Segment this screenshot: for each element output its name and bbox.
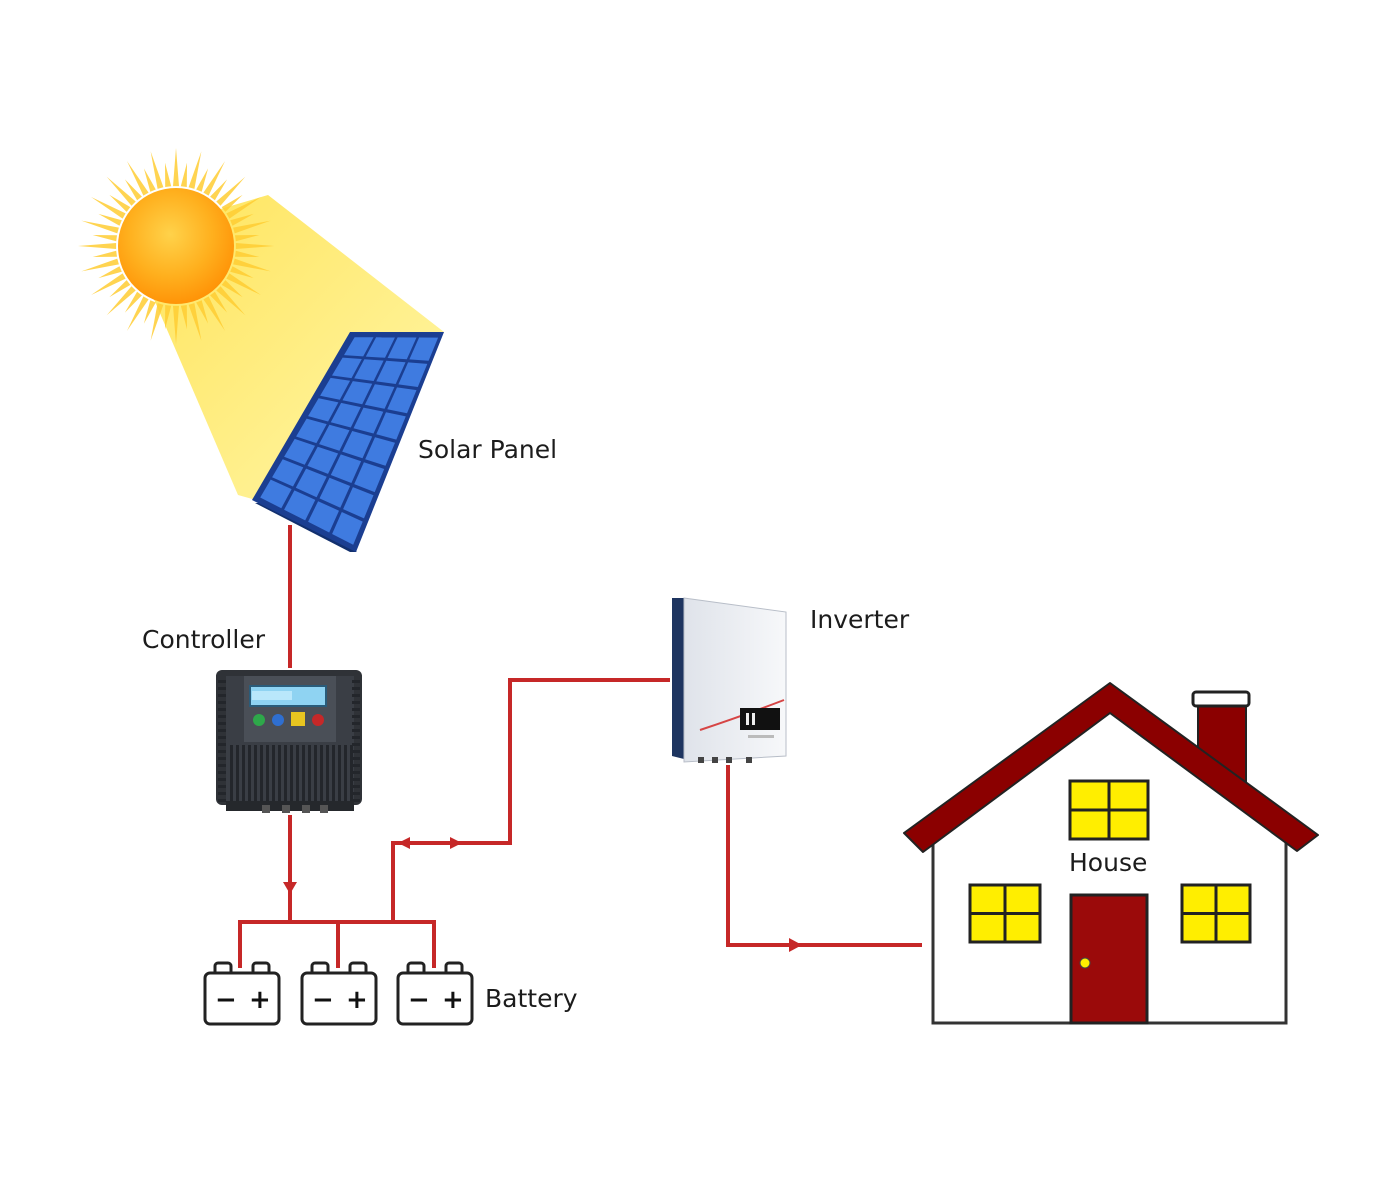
battery-label: Battery xyxy=(485,984,578,1013)
inverter-to-house-wire xyxy=(726,765,922,947)
inverter xyxy=(672,597,787,763)
panel-cell xyxy=(295,468,327,498)
arrow-right-icon xyxy=(450,837,462,849)
roof xyxy=(903,682,1319,853)
solar-panel xyxy=(252,332,444,552)
window xyxy=(968,883,1042,944)
panel-cell xyxy=(296,418,327,444)
panel-cell xyxy=(320,377,351,400)
house xyxy=(903,682,1319,1025)
arrow-down-icon xyxy=(283,882,297,894)
inverter-display xyxy=(740,708,780,730)
panel-cell xyxy=(376,360,406,384)
door xyxy=(1069,893,1149,1025)
door-knob xyxy=(1079,957,1091,969)
window xyxy=(1180,883,1252,944)
status-led-icon xyxy=(272,714,284,726)
sun-icon xyxy=(78,148,274,344)
panel-cell xyxy=(260,479,292,509)
positive-terminal-label: + xyxy=(249,985,271,1015)
panel-cell xyxy=(342,381,373,405)
panel-cells xyxy=(260,337,439,545)
panel-cell xyxy=(354,462,385,493)
panel-cell xyxy=(409,337,439,361)
window xyxy=(1068,779,1150,841)
panel-cell xyxy=(376,412,406,440)
arrow-left-icon xyxy=(398,837,410,849)
status-led-icon xyxy=(253,714,265,726)
battery-bus-wire xyxy=(238,920,436,968)
panel-cell xyxy=(330,454,362,483)
panel-cell xyxy=(308,501,339,533)
panel-cell xyxy=(365,437,395,466)
inverter-label: Inverter xyxy=(810,605,910,634)
battery-bank: −+−+−+ xyxy=(203,961,474,1026)
house-label: House xyxy=(1069,848,1147,877)
battery-icon: −+ xyxy=(203,961,281,1026)
battery-to-inverter-wire xyxy=(391,678,670,922)
wiring xyxy=(238,525,922,968)
panel-cell xyxy=(365,337,395,358)
charge-controller xyxy=(216,670,362,813)
panel-cell xyxy=(364,384,395,409)
status-led-icon xyxy=(312,714,324,726)
panel-cell xyxy=(284,490,316,521)
panel-cell xyxy=(387,387,417,414)
panel-cell xyxy=(342,431,373,459)
positive-terminal-label: + xyxy=(442,985,464,1015)
panel-cell xyxy=(354,359,384,381)
solar-panel-label: Solar Panel xyxy=(418,435,557,464)
controller-label: Controller xyxy=(142,625,266,654)
panel-cell xyxy=(387,337,417,360)
panel-cell xyxy=(272,459,304,487)
chimney-cap xyxy=(1191,690,1251,708)
panel-cell xyxy=(308,398,339,422)
panel-cell xyxy=(307,446,339,474)
panel-cell xyxy=(319,424,350,451)
panel-cell xyxy=(353,407,384,434)
panel-cell xyxy=(330,402,361,428)
panel-cell xyxy=(343,487,374,519)
battery-icon: −+ xyxy=(396,961,474,1026)
negative-terminal-label: − xyxy=(215,985,237,1015)
panel-cell xyxy=(284,438,315,465)
battery-icon: −+ xyxy=(300,961,378,1026)
panel-cell xyxy=(319,477,351,508)
panel-cell xyxy=(332,357,362,379)
panel-cell xyxy=(332,512,363,545)
negative-terminal-label: − xyxy=(312,985,334,1015)
positive-terminal-label: + xyxy=(346,985,368,1015)
panel-cell xyxy=(398,362,428,387)
panel-cell xyxy=(344,337,374,357)
negative-terminal-label: − xyxy=(408,985,430,1015)
arrow-right-icon xyxy=(789,938,802,952)
